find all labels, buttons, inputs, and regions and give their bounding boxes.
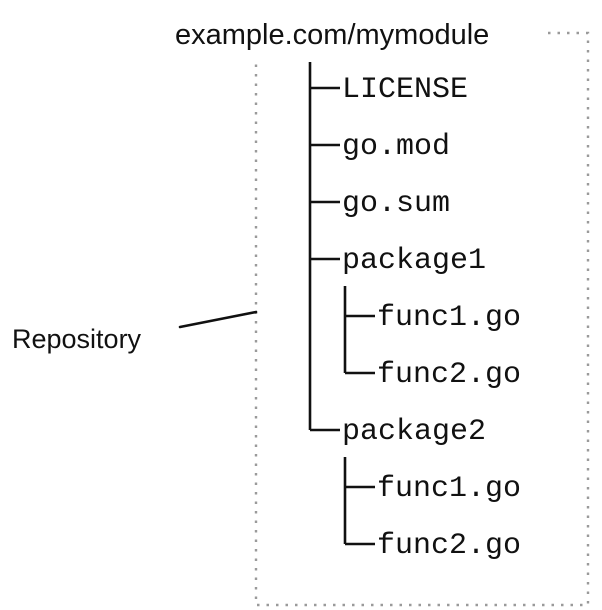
file-tree: LICENSE go.mod go.sum package1 func1.go func2… (308, 62, 521, 563)
repository-leader-line (178, 310, 258, 329)
tree-item-label: func2.go (377, 529, 521, 563)
module-path-title: example.com/mymodule (175, 19, 489, 51)
tree-item-label: func1.go (377, 472, 521, 506)
tree-item-label: LICENSE (342, 73, 468, 107)
tree-item-label: package1 (342, 244, 486, 278)
tree-item-label: package2 (342, 415, 486, 449)
tree-item-label: func2.go (377, 358, 521, 392)
tree-item-label: func1.go (377, 301, 521, 335)
repository-annotation-label: Repository (12, 324, 142, 354)
tree-item-label: go.sum (342, 187, 450, 221)
tree-item-label: go.mod (342, 130, 450, 164)
